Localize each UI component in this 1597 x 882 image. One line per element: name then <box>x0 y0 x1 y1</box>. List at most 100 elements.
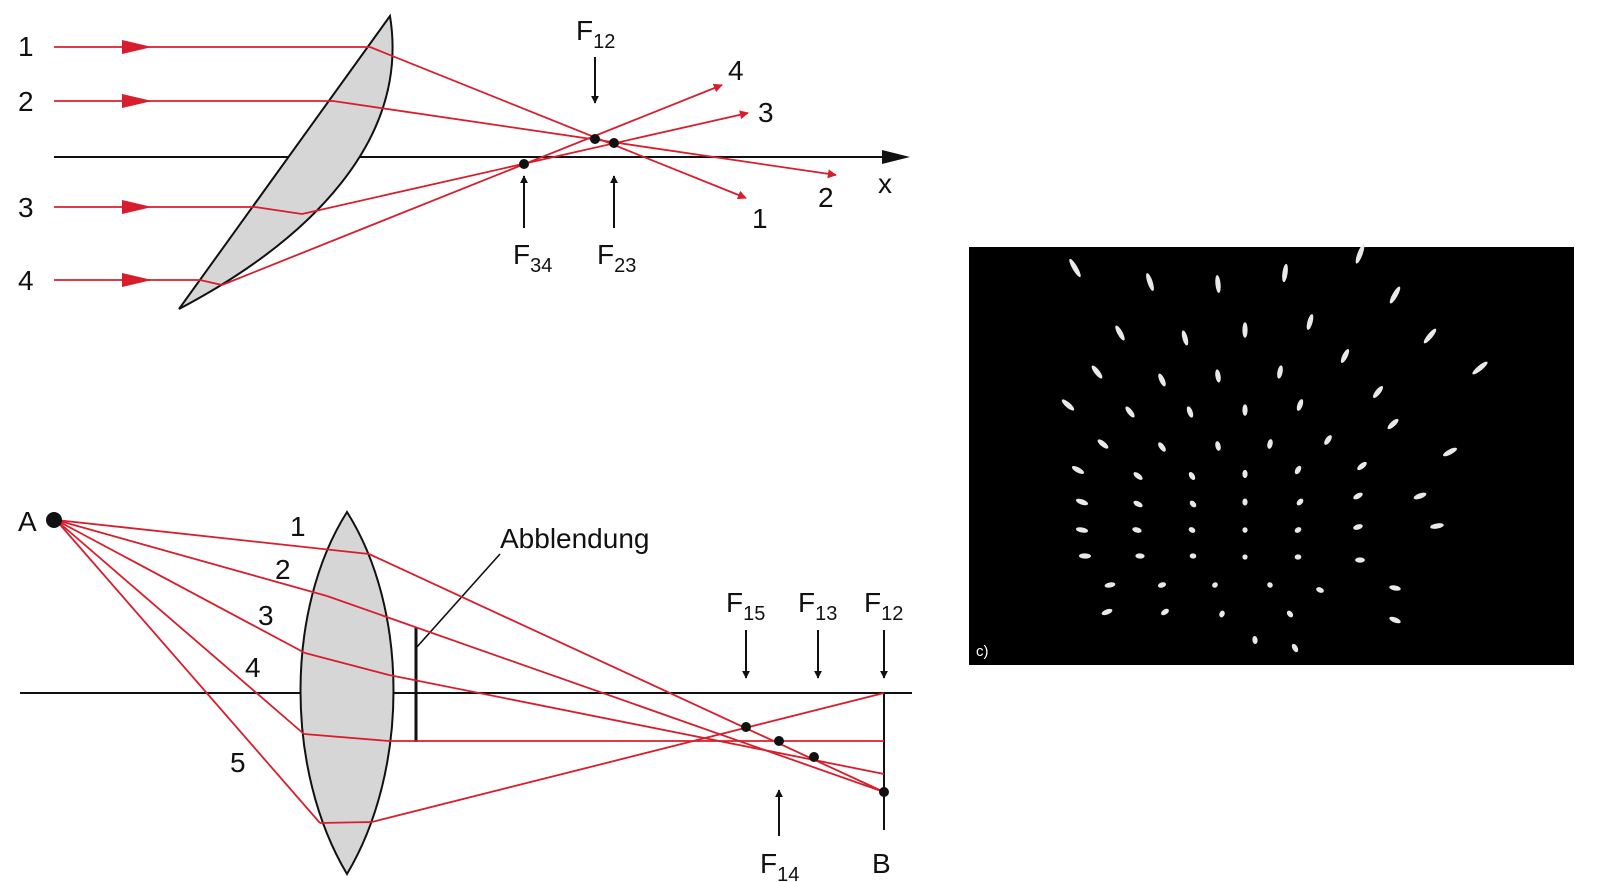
photo-spot <box>1133 472 1143 480</box>
photo-spot <box>1357 461 1367 471</box>
photo-spot <box>1097 439 1109 449</box>
top-ray-4-out <box>221 83 723 286</box>
photo-label: c) <box>976 643 989 660</box>
photo-spot <box>1389 286 1401 304</box>
top-ray-label-in-4: 4 <box>18 265 34 296</box>
photo-spot <box>1267 439 1273 449</box>
bottom-focus-label-f12: F12 <box>864 587 903 625</box>
photo-spot <box>1071 466 1085 474</box>
photo-spot <box>1242 498 1248 506</box>
photo-spot <box>1212 582 1218 588</box>
photo-spot <box>1472 361 1488 375</box>
bottom-ray-5-out <box>371 692 885 823</box>
top-focus-label-f12: F12 <box>576 15 615 53</box>
top-ray-label-in-3: 3 <box>18 192 34 223</box>
photo-spot <box>1186 406 1194 418</box>
photo-spot <box>1353 492 1363 500</box>
photo-spot <box>1387 418 1399 430</box>
bottom-rays-in-lens <box>303 652 390 824</box>
photo-spot <box>1188 471 1196 481</box>
photo-spot <box>1294 554 1302 560</box>
top-ray-label-out-4: 4 <box>728 55 744 86</box>
photo-spot-pattern <box>1061 244 1488 653</box>
bottom-rays-out <box>326 553 885 823</box>
photo-spot <box>1242 404 1248 416</box>
photo-spot <box>1181 330 1189 346</box>
top-axis-label: x <box>878 168 892 199</box>
photo-spot <box>1101 608 1113 616</box>
bottom-stop-leader <box>415 553 501 649</box>
bottom-ray-5-glass <box>319 821 373 824</box>
photo-spot <box>1430 523 1444 529</box>
bottom-focus-f14-dot <box>774 736 784 746</box>
bottom-focal-pointers <box>742 630 888 836</box>
photo-spot <box>1242 527 1248 533</box>
bottom-ray-1-in <box>55 519 370 555</box>
bottom-ray-3-in <box>55 519 306 654</box>
photo-spot <box>1294 465 1302 475</box>
bottom-ray-2-out <box>326 595 885 793</box>
object-label-a: A <box>18 506 37 537</box>
bottom-focal-dots <box>741 722 889 797</box>
bottom-ray-3-out <box>388 674 885 775</box>
top-focal-pointers <box>520 57 618 228</box>
top-ray-4-glass <box>199 279 223 286</box>
photo-spot <box>1372 386 1384 398</box>
photo-spot <box>1079 553 1091 559</box>
top-incoming-arrowheads <box>122 40 152 287</box>
bottom-focus-f13-dot <box>809 752 819 762</box>
photo-spot <box>1296 399 1304 411</box>
top-ray-1-glass <box>369 46 376 50</box>
photo-panel: c) <box>969 244 1574 665</box>
top-focal-dots <box>519 134 619 169</box>
photo-spot <box>1075 527 1089 533</box>
photo-spot <box>1158 373 1166 387</box>
photo-spot <box>1091 365 1103 379</box>
photo-spot <box>1115 325 1125 341</box>
photo-spot <box>1324 435 1332 445</box>
photo-spot <box>1242 469 1248 479</box>
top-diagram: x <box>18 13 910 310</box>
photo-spot <box>1188 527 1196 533</box>
photo-spot <box>1413 492 1427 500</box>
photo-spot <box>1135 553 1145 559</box>
top-focus-f23-dot <box>609 138 619 148</box>
photo-spot <box>1355 557 1365 563</box>
bottom-focus-f15-dot <box>741 722 751 732</box>
top-ray-3-glass <box>254 206 303 215</box>
photo-spot <box>1282 263 1288 283</box>
bottom-rays-to-lens <box>55 519 370 824</box>
photo-spot <box>1296 498 1304 506</box>
photo-spot <box>1423 328 1437 344</box>
photo-spot <box>1306 314 1314 330</box>
top-focus-label-f34: F34 <box>513 239 552 277</box>
bottom-ray-label-2: 2 <box>275 554 291 585</box>
top-ray-2-out <box>332 100 837 179</box>
top-focus-f12-dot <box>590 134 600 144</box>
photo-spot <box>1104 582 1116 588</box>
bottom-ray-4-glass <box>303 733 390 742</box>
photo-spot <box>1161 608 1169 616</box>
photo-spot <box>1277 365 1283 379</box>
top-ray-label-out-2: 2 <box>818 182 834 213</box>
photo-spot <box>1316 587 1324 593</box>
photo-spot <box>1242 322 1248 338</box>
photo-spot <box>1242 554 1248 560</box>
bottom-diagram: A B 1 2 3 4 5 Abblendung F15 F13 F12 F14 <box>18 506 912 882</box>
bottom-ray-label-1: 1 <box>290 511 306 542</box>
photo-spot <box>1353 524 1363 530</box>
top-lens <box>178 13 394 310</box>
top-ray-4-arrowhead <box>122 273 152 287</box>
bottom-lens <box>299 510 395 876</box>
bottom-ray-label-4: 4 <box>245 652 261 683</box>
photo-spot <box>1075 498 1089 506</box>
photo-spot <box>1189 500 1197 508</box>
photo-spot <box>1158 442 1166 452</box>
top-rays-in-lens <box>199 46 376 286</box>
top-ray-label-out-1: 1 <box>752 203 768 234</box>
photo-spot <box>1157 582 1167 588</box>
photo-spot <box>1389 585 1401 591</box>
top-ray-label-in-2: 2 <box>18 86 34 117</box>
photo-spot <box>1215 275 1221 293</box>
photo-spot <box>1219 610 1225 618</box>
